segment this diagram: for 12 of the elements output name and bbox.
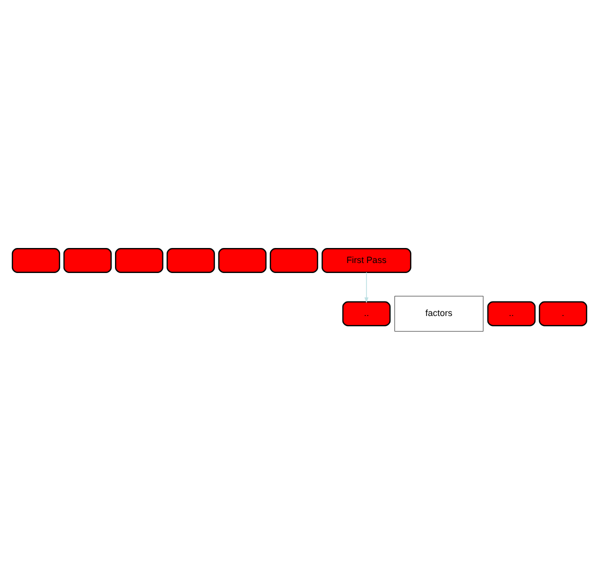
node-box [63, 248, 112, 272]
node-box [270, 248, 318, 272]
node-box: factors [394, 295, 484, 332]
node-box: .. [487, 300, 536, 326]
node-box: . [538, 300, 588, 326]
node-box [12, 248, 60, 272]
arrow [364, 272, 368, 303]
node-box: .. [342, 300, 391, 326]
node-box [115, 248, 164, 272]
node-box [218, 248, 267, 272]
node-box [166, 248, 215, 272]
node-box: First Pass [322, 248, 412, 272]
